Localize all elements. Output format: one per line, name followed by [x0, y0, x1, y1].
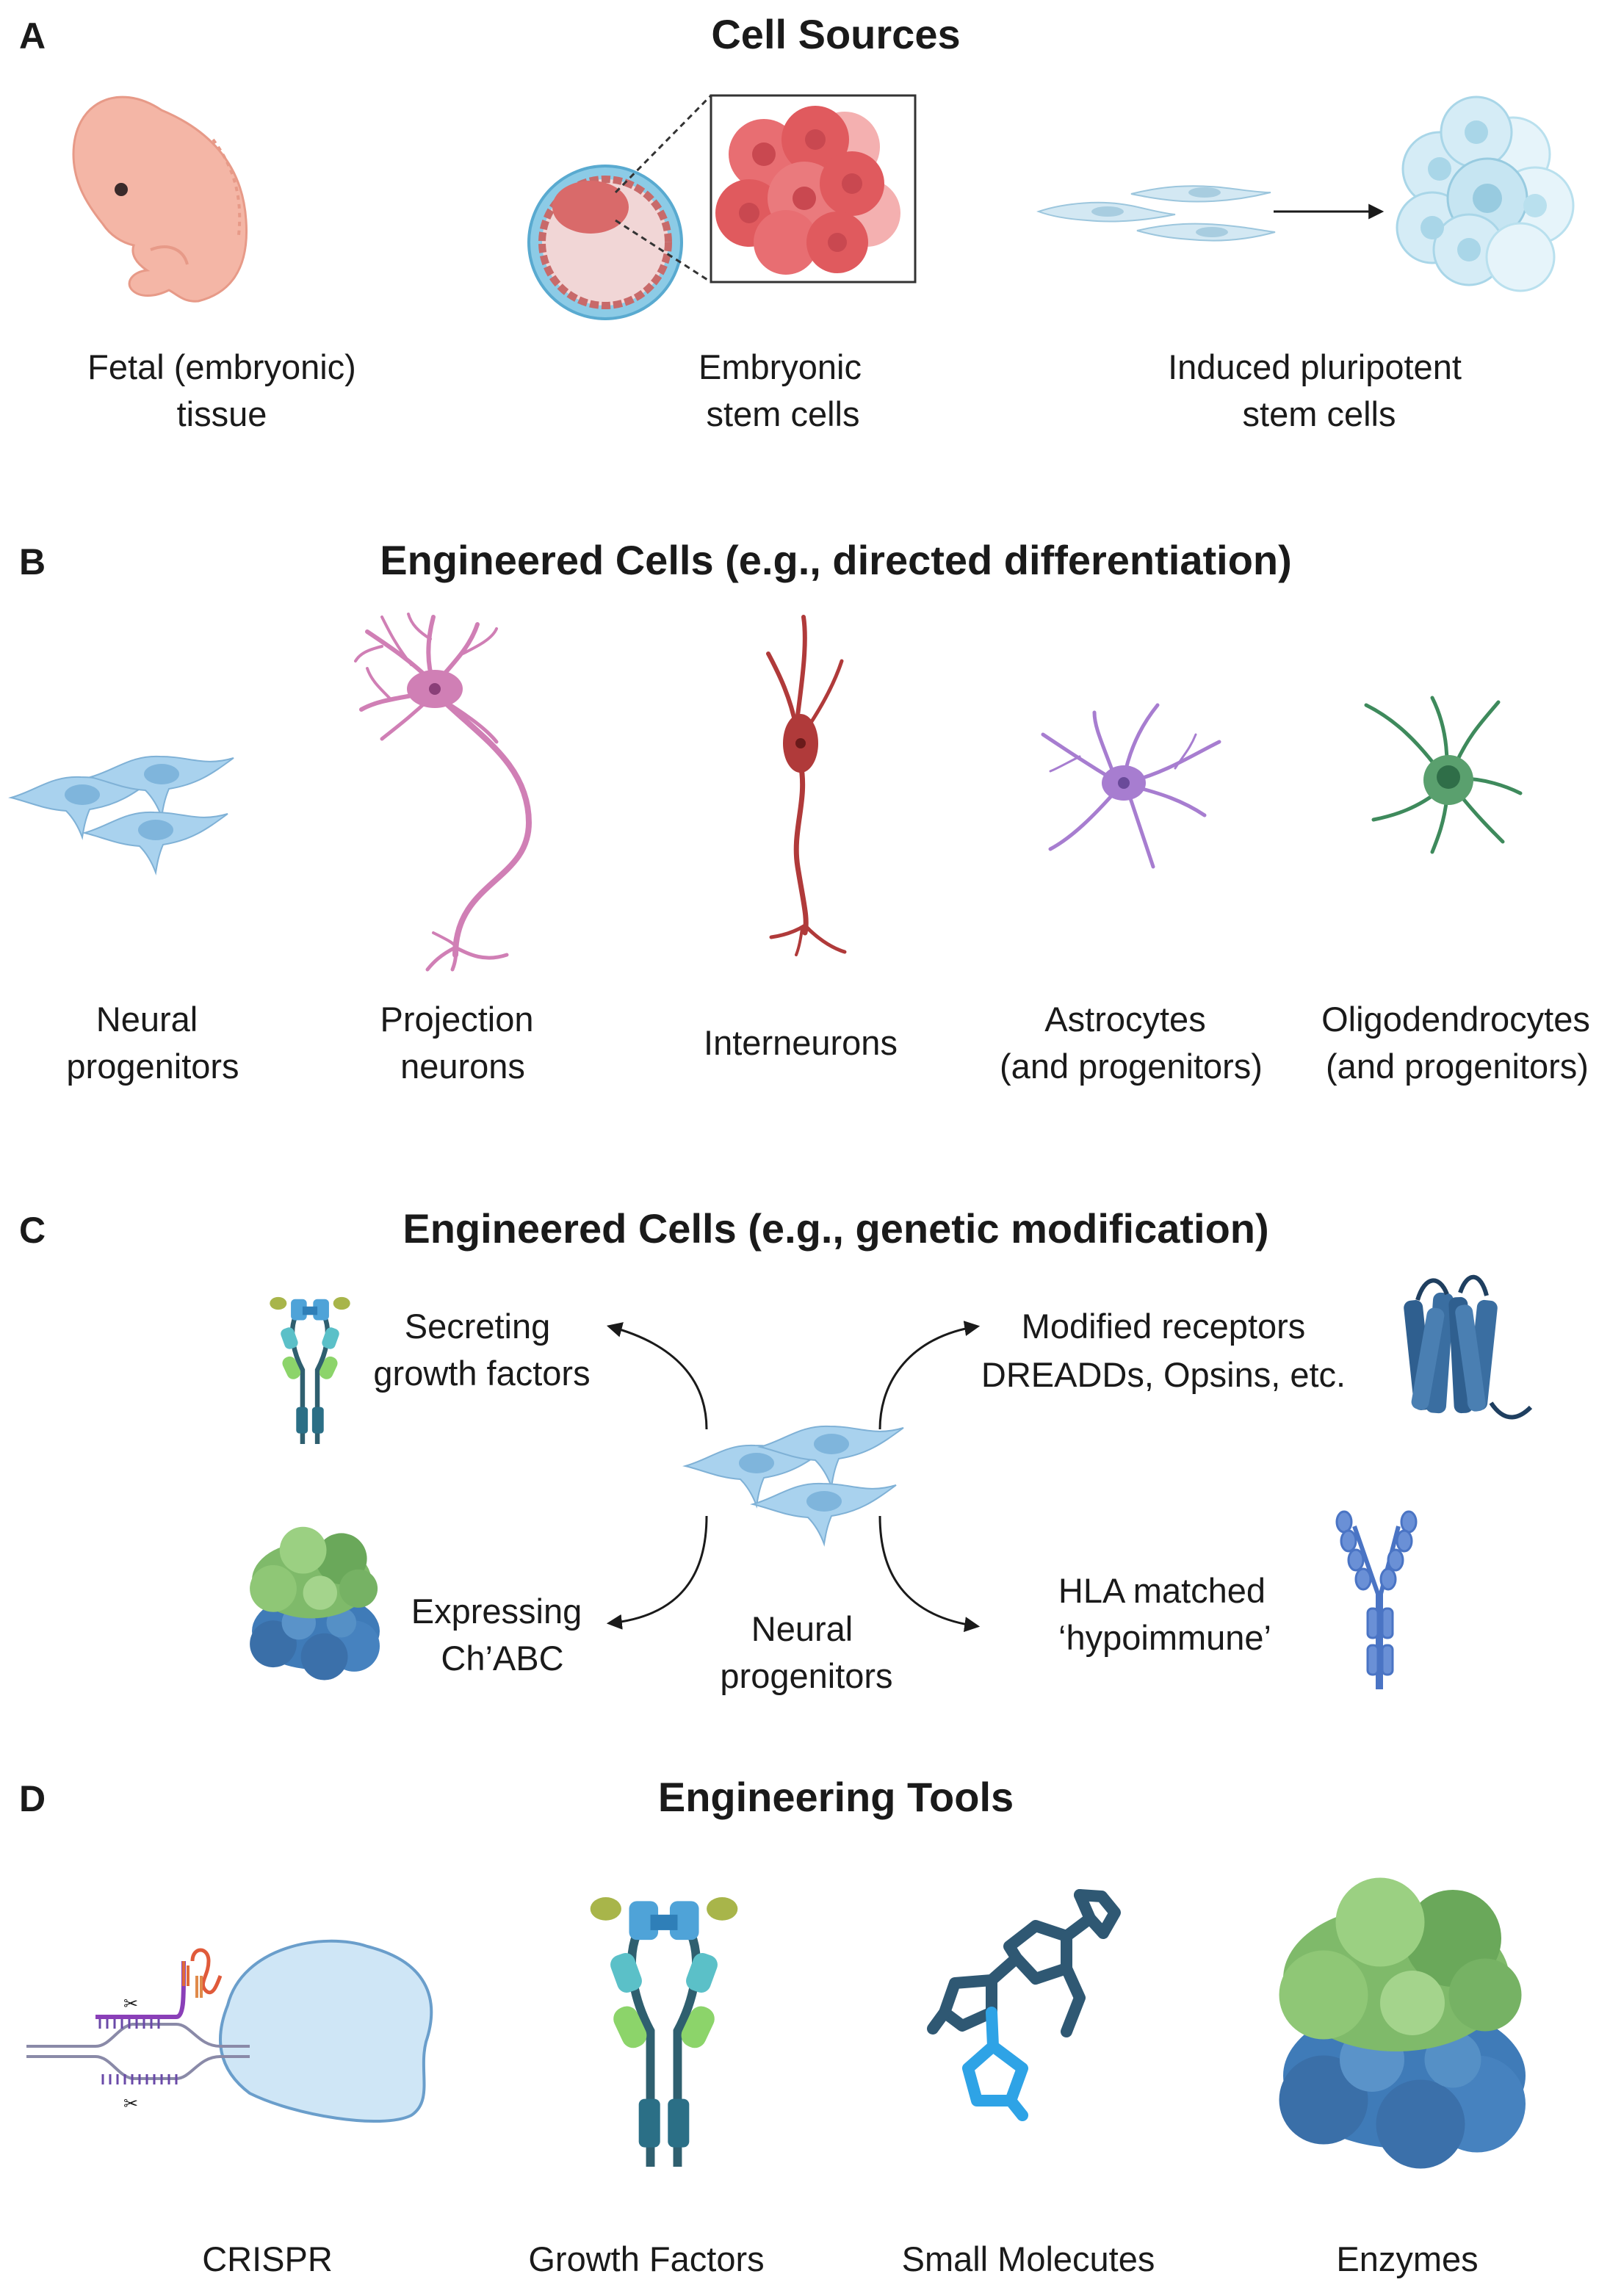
scissors-top-icon: ✂	[123, 1994, 138, 2014]
panel-b-caption-1-line2: progenitors	[66, 1047, 239, 1086]
panel-a-title: Cell Sources	[711, 11, 960, 57]
panel-a-caption-3-line1: Induced pluripotent	[1168, 347, 1462, 386]
modified-receptors-line2: DREADDs, Opsins, etc.	[981, 1355, 1346, 1394]
astrocyte-nucleus	[1118, 777, 1130, 789]
hla-line1: HLA matched	[1058, 1571, 1266, 1610]
secreting-line1: Secreting	[405, 1307, 551, 1346]
center-progenitors-line1: Neural	[751, 1609, 853, 1648]
scissors-bottom-icon: ✂	[123, 2094, 138, 2114]
panel-c: C Engineered Cells (e.g., genetic modifi…	[19, 1205, 1533, 1695]
panel-d-caption-2: Growth Factors	[528, 2239, 764, 2278]
panel-a-letter: A	[19, 15, 46, 57]
fibroblasts-illustration	[1036, 185, 1276, 242]
panel-d: D Engineering Tools ✂	[19, 1774, 1526, 2278]
enzyme-icon-small	[250, 1526, 380, 1681]
panel-d-letter: D	[19, 1778, 46, 1819]
esc-cluster-inset	[710, 94, 917, 284]
interneuron-nucleus	[795, 738, 806, 748]
blastocyst-illustration	[527, 94, 712, 320]
small-molecule-icon	[927, 1889, 1121, 2121]
arrow-to-secreting	[606, 1322, 708, 1430]
panel-b-caption-3-line1: Interneurons	[704, 1023, 898, 1062]
arrow-to-expressing	[606, 1515, 708, 1630]
expressing-line2: Ch’ABC	[441, 1639, 563, 1678]
arrow-to-hla	[878, 1515, 981, 1633]
panel-b-caption-2-line1: Projection	[380, 1000, 534, 1039]
panel-d-caption-4: Enzymes	[1336, 2239, 1478, 2278]
panel-b-caption-1-line1: Neural	[96, 1000, 198, 1039]
oligodendrocyte-nucleus	[1437, 765, 1460, 789]
growth-factor-icon-small	[270, 1297, 350, 1444]
crispr-cas9-illustration: ✂ ✂	[26, 1939, 433, 2123]
secreting-line2: growth factors	[373, 1354, 590, 1393]
panel-a-caption-1-line2: tissue	[177, 394, 267, 433]
arrow-to-modified-receptors	[878, 1321, 981, 1430]
panel-a-caption-2-line2: stem cells	[707, 394, 860, 433]
panel-d-caption-3: Small Molecutes	[902, 2239, 1155, 2278]
panel-b-caption-4-line2: (and progenitors)	[1000, 1047, 1263, 1086]
modified-receptors-line1: Modified receptors	[1022, 1307, 1306, 1346]
panel-b-caption-2-line2: neurons	[400, 1047, 525, 1086]
panel-b-letter: B	[19, 541, 46, 582]
panel-b: B Engineered Cells (e.g., directed diffe…	[10, 537, 1590, 1086]
panel-c-title: Engineered Cells (e.g., genetic modifica…	[402, 1205, 1268, 1252]
panel-b-caption-4-line1: Astrocytes	[1044, 1000, 1205, 1039]
enzyme-icon-large	[1279, 1877, 1526, 2169]
panel-a-caption-3-line2: stem cells	[1243, 394, 1396, 433]
projection-neuron-nucleus	[429, 683, 441, 695]
panel-b-title: Engineered Cells (e.g., directed differe…	[380, 537, 1292, 583]
panel-d-caption-1: CRISPR	[202, 2239, 333, 2278]
panel-b-caption-5-line2: (and progenitors)	[1326, 1047, 1589, 1086]
antibody-icon	[1335, 1510, 1418, 1689]
expressing-line1: Expressing	[411, 1592, 582, 1631]
neural-progenitors-illustration	[10, 755, 234, 873]
center-neural-progenitors-illustration	[685, 1425, 904, 1545]
fetal-embryo-illustration	[72, 95, 248, 303]
panel-a-caption-2-line1: Embryonic	[698, 347, 862, 386]
gpcr-receptor-icon	[1404, 1274, 1533, 1420]
hla-line2: ‘hypoimmune’	[1058, 1618, 1271, 1657]
panel-b-caption-5-line1: Oligodendrocytes	[1321, 1000, 1590, 1039]
projection-neuron-illustration	[354, 613, 533, 972]
panel-a-caption-1-line1: Fetal (embryonic)	[87, 347, 356, 386]
center-progenitors-line2: progenitors	[720, 1656, 892, 1695]
interneuron-illustration	[766, 615, 847, 956]
growth-factor-icon-large	[591, 1897, 738, 2167]
panel-a: A Cell Sources Fetal (embryonic) tissue	[19, 11, 1575, 433]
ipsc-cluster-illustration	[1396, 95, 1575, 292]
panel-d-title: Engineering Tools	[658, 1774, 1014, 1820]
panel-c-letter: C	[19, 1210, 46, 1251]
